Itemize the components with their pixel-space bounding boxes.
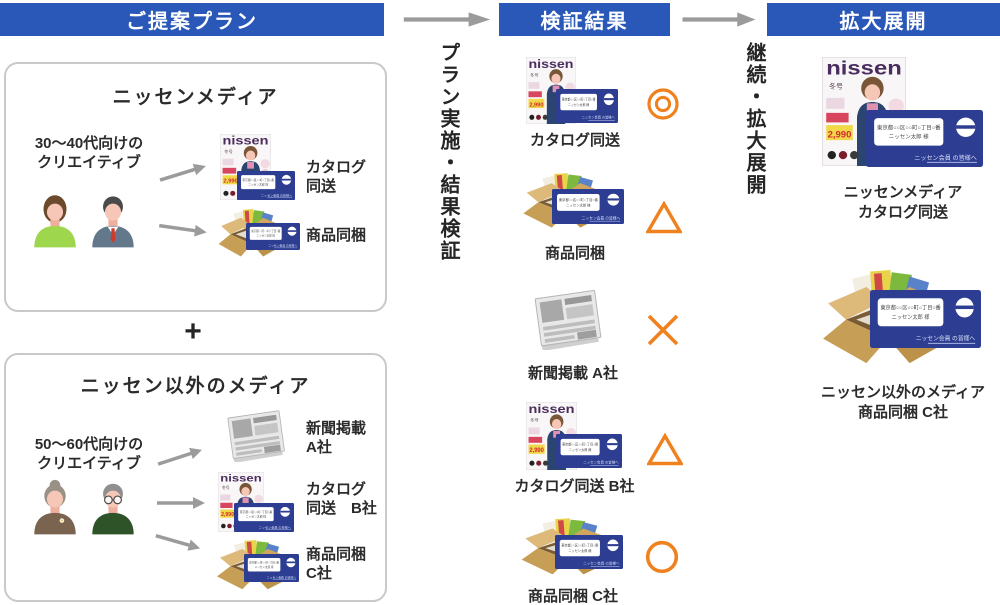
result-label: カタログ同送 (529, 132, 620, 149)
expand-label-nissen: ニッセンメディア カタログ同送 (813, 183, 993, 223)
result-label: カタログ同送 B社 (514, 478, 635, 495)
woman-30s-icon (34, 195, 76, 248)
audience-text: 30〜40代向けの クリエイティブ (14, 134, 164, 172)
output-label-line1: カタログ (306, 481, 367, 498)
envelope-image (556, 89, 618, 123)
plus-sign: + (184, 315, 202, 348)
header-expansion: 拡大展開 (767, 3, 1000, 36)
vertical-label-implement-verify: プラン実施・結果検証 (437, 42, 459, 262)
woman-60s-icon (34, 479, 76, 535)
flow-arrow-icon-1 (402, 11, 492, 28)
arrow-icon-to-package (157, 218, 209, 240)
output-label-line2: 同送 (306, 178, 337, 195)
panel-title: ニッセンメディア (112, 87, 279, 108)
header-proposal-plan: ご提案プラン (0, 3, 384, 36)
audience-line2: クリエイティブ (37, 455, 141, 472)
audience-line1: 50〜60代向けの (34, 436, 144, 453)
envelope-image (246, 223, 300, 250)
envelope-image (234, 503, 294, 532)
header-proposal-plan-label: ご提案プラン (126, 11, 258, 33)
expand-label-other: ニッセン以外のメディア 商品同梱 C社 (813, 383, 993, 423)
arrow-icon-to-catalog (156, 496, 206, 510)
newspaper-image (227, 410, 285, 462)
man-40s-icon (92, 196, 134, 248)
header-expansion-label: 拡大展開 (839, 11, 928, 33)
rating-symbol (647, 432, 683, 468)
audience-line2: クリエイティブ (37, 154, 141, 171)
rating-symbol (645, 86, 681, 122)
flow-arrow-icon-2 (681, 11, 757, 28)
output-label-package: 商品同梱 (306, 226, 366, 245)
output-label-line1: 商品同梱 (306, 227, 367, 244)
expand-label-line2: 商品同梱 C社 (857, 404, 948, 421)
output-label-line1: 新聞掲載 (306, 420, 367, 437)
expand-label-line2: カタログ同送 (857, 204, 948, 221)
audience-line1: 30〜40代向けの (34, 135, 144, 152)
output-label-line2: C社 (306, 565, 332, 582)
envelope-image-large (866, 110, 983, 167)
rating-symbol (645, 312, 681, 348)
rating-symbol (644, 539, 680, 575)
arrow-icon-to-catalog (157, 158, 209, 188)
envelope-image (552, 189, 624, 224)
output-label-line2: A社 (306, 439, 332, 456)
panel-title: ニッセン以外のメディア (80, 376, 311, 397)
output-label-package-c: 商品同梱 C社 (306, 545, 366, 583)
header-verification-result: 検証結果 (499, 3, 670, 36)
newspaper-image (534, 289, 602, 350)
result-label: 新聞掲載 A社 (527, 365, 618, 382)
expand-label-line1: ニッセンメディア (843, 184, 963, 201)
header-verification-result-label: 検証結果 (540, 11, 629, 33)
output-label-newspaper: 新聞掲載 A社 (306, 419, 366, 457)
arrow-icon-to-package (153, 528, 203, 556)
envelope-image (556, 434, 622, 468)
output-label-catalog-b: カタログ 同送 B社 (306, 480, 377, 518)
result-label: 商品同梱 (544, 245, 605, 262)
audience-text: 50〜60代向けの クリエイティブ (14, 435, 164, 473)
vertical-label-continue-expand: 継続・拡大展開 (743, 42, 765, 196)
other-media-panel: ニッセン以外のメディア 50〜60代向けの クリエイティブ 新聞掲載 A社 カタ… (4, 353, 387, 602)
man-60s-icon (91, 483, 135, 535)
envelope-image-large (870, 290, 981, 348)
output-label-catalog: カタログ 同送 (306, 158, 366, 196)
output-label-line1: 商品同梱 (306, 546, 367, 563)
expand-label-line1: ニッセン以外のメディア (821, 384, 985, 401)
envelope-image (237, 171, 295, 200)
output-label-line2: 同送 B社 (306, 500, 377, 517)
nissen-media-panel: ニッセンメディア 30〜40代向けの クリエイティブ カタログ 同送 商品同梱 (4, 62, 387, 312)
rating-symbol (646, 200, 682, 236)
result-label: 商品同梱 C社 (527, 588, 618, 605)
output-label-line1: カタログ (306, 159, 367, 176)
envelope-image (555, 535, 623, 569)
envelope-image (244, 554, 299, 582)
